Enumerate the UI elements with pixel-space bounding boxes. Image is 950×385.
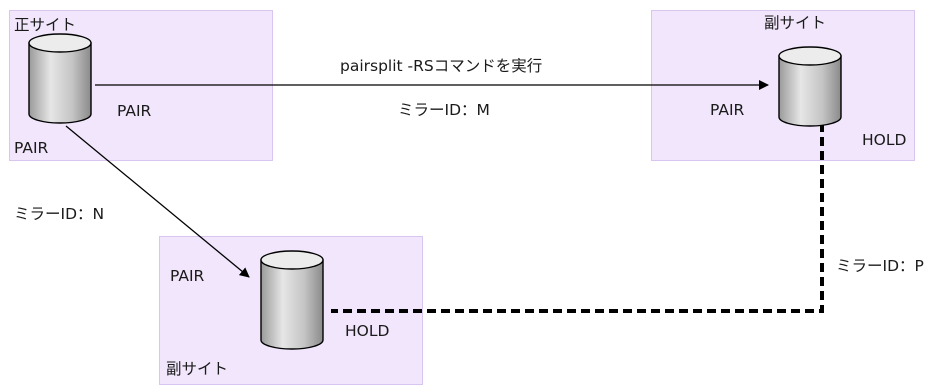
- command-label: pairsplit -RSコマンドを実行: [340, 57, 543, 75]
- secondary-pair-status-top: PAIR: [710, 101, 745, 119]
- secondary-volume-cylinder-bottom: [260, 250, 324, 350]
- mirror-p-dashed-link: [331, 123, 824, 313]
- primary-volume-cylinder: [28, 33, 92, 124]
- mirror-n-arrow: [65, 125, 250, 278]
- primary-volume-status: PAIR: [14, 139, 49, 157]
- secondary-hold-status-top: HOLD: [862, 131, 907, 149]
- secondary-pair-status-bottom: PAIR: [170, 267, 205, 285]
- secondary-hold-status-bottom: HOLD: [345, 322, 390, 340]
- mirror-p-label: ミラーID：P: [836, 257, 924, 275]
- secondary-volume-cylinder-top: [778, 46, 842, 127]
- primary-link-status: PAIR: [117, 102, 152, 120]
- secondary-site-title-bottom: 副サイト: [166, 360, 229, 378]
- secondary-site-title-top: 副サイト: [764, 14, 827, 32]
- mirror-n-label: ミラーID：N: [14, 205, 105, 223]
- mirror-m-label: ミラーID：M: [398, 101, 490, 119]
- primary-site-title: 正サイト: [14, 16, 77, 34]
